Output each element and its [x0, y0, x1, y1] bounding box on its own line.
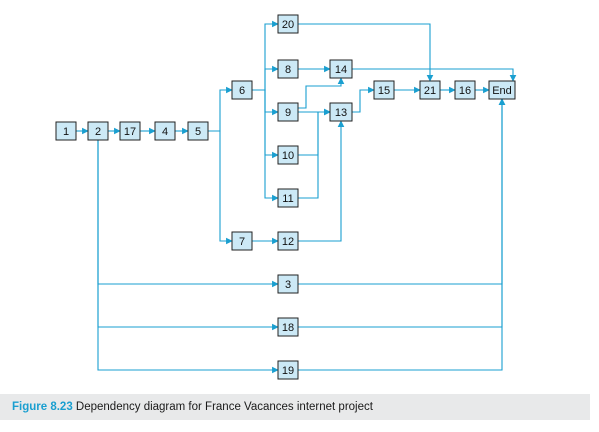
edge-2-to-19 [97, 140, 279, 374]
node-box [277, 102, 299, 122]
node-label: 14 [335, 64, 347, 76]
edge-20-to-21 [298, 23, 434, 82]
node-label: 17 [124, 126, 136, 138]
node-label: 12 [282, 236, 294, 248]
node-20: 20 [277, 14, 299, 34]
node-box [277, 145, 299, 165]
node-8: 8 [277, 59, 299, 79]
node-3: 3 [277, 274, 299, 294]
node-19: 19 [277, 360, 299, 380]
node-label: 13 [335, 107, 347, 119]
edge-2-to-3 [97, 140, 279, 288]
edge-5-to-7 [208, 130, 233, 245]
node-box [87, 121, 109, 141]
node-label: 8 [285, 64, 291, 76]
node-box [187, 121, 209, 141]
node-label: 9 [285, 107, 291, 119]
node-box [277, 274, 299, 294]
node-7: 7 [231, 231, 253, 251]
node-box [277, 317, 299, 337]
node-box [277, 360, 299, 380]
edge-18-to-End [298, 98, 506, 328]
node-box [277, 14, 299, 34]
node-box [329, 59, 353, 79]
node-label: 18 [282, 322, 294, 334]
edge-13-to-15 [352, 86, 375, 113]
edge-11-to-13 [298, 108, 331, 199]
node-box [277, 59, 299, 79]
node-label: End [492, 85, 512, 97]
edge-19-to-End [298, 98, 506, 371]
edge-10-to-13 [298, 108, 331, 156]
node-label: 21 [424, 85, 436, 97]
node-1: 1 [55, 121, 77, 141]
node-box [419, 80, 441, 100]
edge-9-to-14 [298, 77, 345, 109]
node-label: 1 [63, 126, 69, 138]
node-label: 16 [459, 85, 471, 97]
node-16: 16 [454, 80, 476, 100]
node-18: 18 [277, 317, 299, 337]
node-2: 2 [87, 121, 109, 141]
edge-3-to-End [298, 98, 506, 285]
node-box [231, 231, 253, 251]
node-4: 4 [154, 121, 176, 141]
node-label: 19 [282, 365, 294, 377]
caption-label: Figure 8.23 [12, 401, 73, 413]
node-17: 17 [119, 121, 141, 141]
node-box [277, 231, 299, 251]
node-21: 21 [419, 80, 441, 100]
figure-caption: Figure 8.23 Dependency diagram for Franc… [0, 394, 590, 420]
node-label: 6 [239, 85, 245, 97]
node-box [373, 80, 395, 100]
node-label: 5 [195, 126, 201, 138]
node-box [488, 80, 516, 100]
node-label: 11 [282, 193, 293, 205]
node-11: 11 [277, 188, 299, 208]
node-box [231, 80, 253, 100]
node-box [119, 121, 141, 141]
node-end: End [488, 80, 516, 100]
node-box [154, 121, 176, 141]
edge-6-to-8 [252, 65, 279, 91]
edge-6-to-11 [252, 89, 279, 202]
node-box [329, 102, 353, 122]
node-13: 13 [329, 102, 353, 122]
node-label: 3 [285, 279, 291, 291]
caption-text: Dependency diagram for France Vacances i… [75, 401, 373, 413]
edge-14-to-End [352, 68, 517, 82]
node-label: 4 [162, 126, 168, 138]
node-label: 2 [95, 126, 101, 138]
edge-layer [76, 20, 517, 374]
node-9: 9 [277, 102, 299, 122]
node-12: 12 [277, 231, 299, 251]
node-label: 7 [239, 236, 245, 248]
node-10: 10 [277, 145, 299, 165]
node-label: 20 [282, 19, 294, 31]
node-15: 15 [373, 80, 395, 100]
node-6: 6 [231, 80, 253, 100]
node-label: 15 [378, 85, 390, 97]
edge-5-to-6 [208, 86, 233, 132]
node-5: 5 [187, 121, 209, 141]
node-box [55, 121, 77, 141]
node-label: 10 [282, 150, 294, 162]
edge-12-to-13 [298, 120, 345, 242]
node-box [454, 80, 476, 100]
node-14: 14 [329, 59, 353, 79]
node-box [277, 188, 299, 208]
